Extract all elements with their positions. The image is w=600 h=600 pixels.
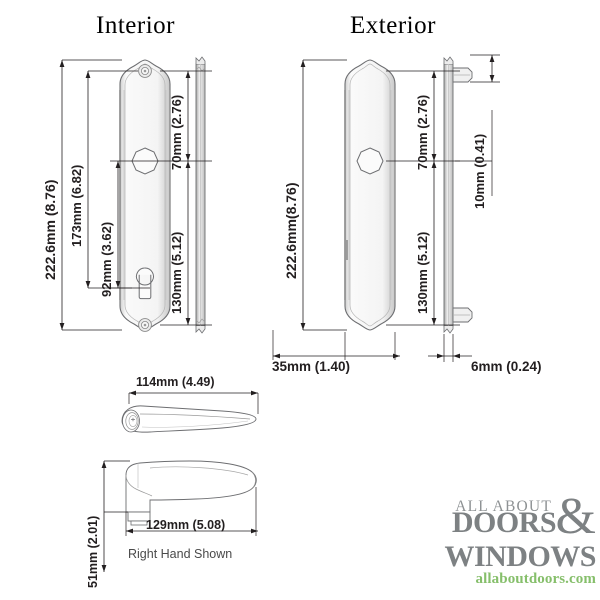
exterior-view-title: Exterior [350,12,436,39]
logo-url: allaboutdoors.com [475,570,596,587]
interior-view-title: Interior [96,12,175,39]
dimline-exterior-35mm [272,330,400,360]
exterior-plate [344,59,396,331]
dimline-interior-92mm [110,160,160,289]
handedness-note: Right Hand Shown [128,547,233,561]
logo-line-all-about: ALL ABOUT [455,498,552,515]
handle-side-view [125,460,257,526]
dim-exterior-spindle-to-bottom: 130mm (5.12) [415,231,430,314]
logo-line-doors: DOORS [451,505,557,539]
dim-interior-top-to-spindle: 70mm (2.76) [169,94,184,170]
logo-line-windows: WINDOWS [444,539,596,573]
dim-exterior-overall-height: 222.6mm(8.76) [283,182,299,279]
dim-handle-side-length: 129mm (5.08) [146,518,226,532]
logo-line-doors-row: DOORS & [408,490,596,542]
dimline-handle-114mm [128,390,259,414]
dim-exterior-plate-width: 35mm (1.40) [272,359,351,374]
interior-plate [119,59,171,332]
dimline-exterior-6mm [428,334,472,362]
dim-exterior-lip-offset: 10mm (0.41) [472,133,487,209]
dimline-exterior-overall [300,59,347,331]
dim-interior-spindle-to-bottom: 130mm (5.12) [169,231,184,314]
dim-exterior-plate-thickness: 6mm (0.24) [471,359,542,374]
exterior-side-profile [443,56,473,334]
dim-interior-plate-height: 173mm (6.82) [69,164,84,247]
dimline-handle-51mm [101,460,130,572]
dim-exterior-top-to-spindle: 70mm (2.76) [415,94,430,170]
handle-top-view [121,405,257,433]
dimline-interior-70mm [160,70,212,162]
dim-interior-center-to-cylinder: 92mm (3.62) [99,221,114,297]
dim-handle-top-length: 114mm (4.49) [136,375,215,389]
dim-interior-overall-height: 222.6mm (8.76) [42,179,58,280]
dim-handle-side-height: 51mm (2.01) [86,515,100,588]
dimline-interior-130mm [160,161,212,326]
logo-ampersand: & [555,487,596,545]
interior-side-profile [195,56,206,334]
company-logo: ALL ABOUT DOORS & WINDOWS allaboutdoors.… [408,490,596,587]
